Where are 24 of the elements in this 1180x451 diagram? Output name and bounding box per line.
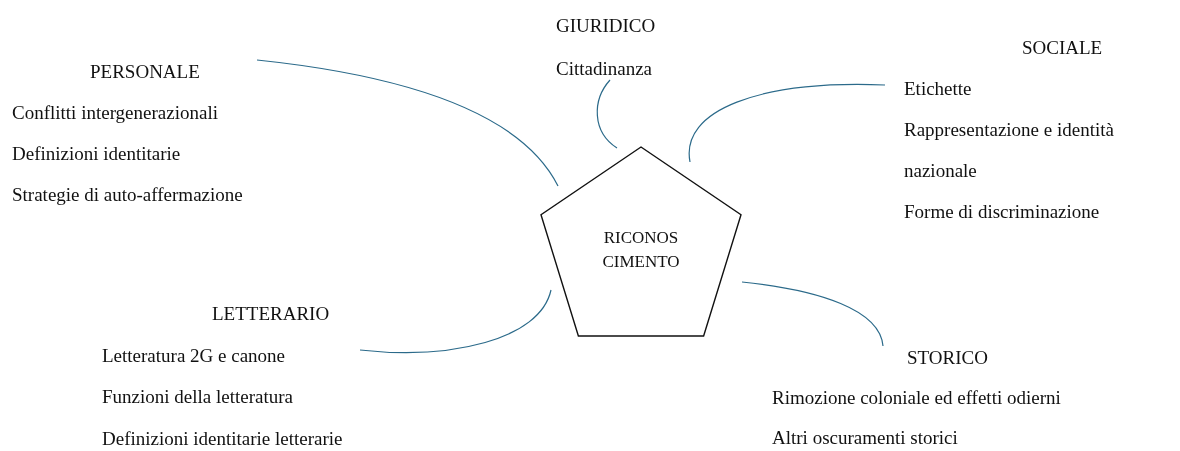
list-item: Funzioni della letteratura [101,385,293,408]
category-heading: STORICO [906,346,988,369]
center-label: RICONOS CIMENTO [601,227,681,273]
connector-curve [256,59,559,187]
pentagon-shape [540,146,742,337]
connector-curve [688,83,886,163]
list-item: Rappresentazione e identità nazionale [903,117,1115,183]
connector-curve [596,79,618,149]
list-item: Strategie di auto-affermazione [11,183,243,206]
connector-curve [741,281,884,347]
list-item: Definizioni identitarie [11,142,181,165]
list-item: Etichette [903,76,972,101]
category-heading: GIURIDICO [555,13,656,37]
list-item: Rimozione coloniale ed effetti odierni [771,386,1061,409]
category-heading: LETTERARIO [211,302,330,325]
list-item: Definizioni identitarie letterarie [101,426,343,450]
category-heading: PERSONALE [89,60,200,83]
category-heading: SOCIALE [1021,35,1103,60]
list-item: Forme di discriminazione [903,199,1100,224]
list-item: Conflitti intergenerazionali [11,101,218,124]
list-item: Cittadinanza [555,56,653,80]
list-item: Altri oscuramenti storici [771,426,958,449]
list-item: Letteratura 2G e canone [101,343,286,367]
connector-curve [359,289,552,354]
